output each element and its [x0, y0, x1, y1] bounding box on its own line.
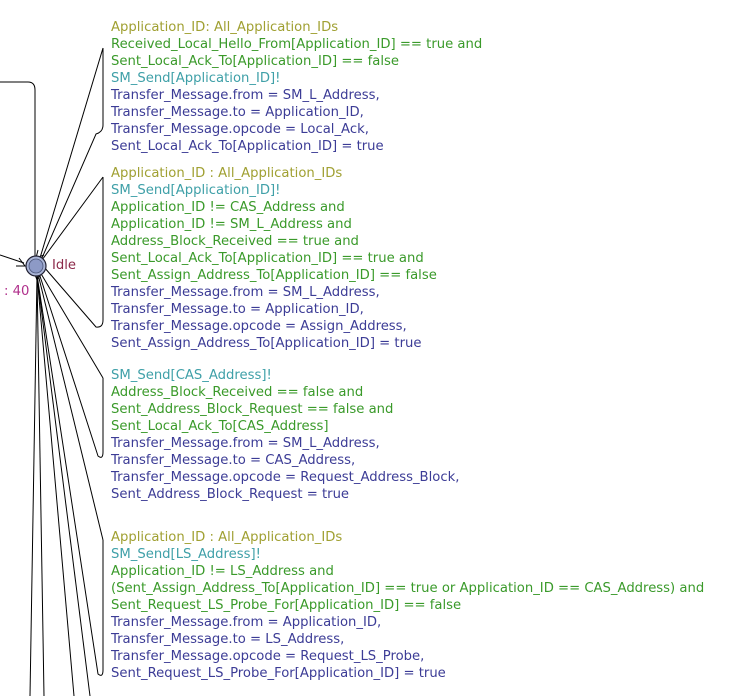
edge-3-guard-2: Sent_Address_Block_Request == false and	[111, 402, 394, 417]
edge-down-3[interactable]	[36, 274, 75, 696]
edge-3-out[interactable]	[39, 271, 104, 379]
edge-1-sync: SM_Send[Application_ID]!	[111, 71, 281, 86]
edge-2-guard-3: Address_Block_Received == true and	[111, 234, 359, 249]
edge-3-back[interactable]	[38, 272, 104, 458]
edge-4-assign-3: Transfer_Message.opcode = Request_LS_Pro…	[111, 649, 425, 664]
edge-2-back[interactable]	[43, 177, 104, 328]
edge-4-guard-2: (Sent_Assign_Address_To[Application_ID] …	[111, 581, 705, 596]
edge-4-assign-2: Transfer_Message.to = LS_Address,	[111, 632, 345, 647]
incoming-edge-top[interactable]	[0, 81, 36, 257]
edge-2-assign-1: Transfer_Message.from = SM_L_Address,	[111, 285, 380, 300]
edge-2-guard-1: Application_ID != CAS_Address and	[111, 200, 345, 215]
edge-1-select: Application_ID: All_Application_IDs	[111, 20, 339, 35]
edge-4-sync: SM_Send[LS_Address]!	[111, 547, 261, 562]
edge-down-2[interactable]	[36, 274, 45, 696]
edge-4-guard-3: Sent_Request_LS_Probe_For[Application_ID…	[111, 598, 462, 613]
edge-4-back[interactable]	[36, 274, 104, 676]
edge-2-label: Application_ID : All_Application_IDs SM_…	[111, 165, 437, 352]
location-name: Idle	[52, 258, 77, 273]
edge-3-assign-1: Transfer_Message.from = SM_L_Address,	[111, 436, 380, 451]
location-invariant: : 40	[4, 284, 30, 299]
edge-3-assign-3: Transfer_Message.opcode = Request_Addres…	[111, 470, 460, 485]
arrowhead-left	[16, 257, 26, 267]
edge-down-1[interactable]	[29, 274, 38, 696]
edge-4-out[interactable]	[37, 273, 104, 541]
edge-3-label: SM_Send[CAS_Address]! Address_Block_Rece…	[111, 367, 459, 503]
edge-2-guard-2: Application_ID != SM_L_Address and	[111, 217, 352, 232]
edge-2-assign-2: Transfer_Message.to = Application_ID,	[111, 302, 364, 317]
edge-3-guard-1: Address_Block_Received == false and	[111, 385, 364, 400]
edge-3-sync: SM_Send[CAS_Address]!	[111, 368, 272, 383]
edge-3-assign-4: Sent_Address_Block_Request = true	[111, 487, 350, 502]
edge-1-guard-2: Sent_Local_Ack_To[Application_ID] == fal…	[111, 54, 399, 69]
edge-2-guard-5: Sent_Assign_Address_To[Application_ID] =…	[111, 268, 437, 283]
edge-2-assign-4: Sent_Assign_Address_To[Application_ID] =…	[111, 336, 422, 351]
edge-1-assign-1: Transfer_Message.from = SM_L_Address,	[111, 88, 380, 103]
edge-2-assign-3: Transfer_Message.opcode = Assign_Address…	[111, 319, 407, 334]
edge-1-assign-4: Sent_Local_Ack_To[Application_ID] = true	[111, 139, 384, 154]
edge-4-guard-1: Application_ID != LS_Address and	[111, 564, 334, 579]
edge-4-assign-1: Transfer_Message.from = Application_ID,	[111, 615, 382, 630]
edge-4-select: Application_ID : All_Application_IDs	[111, 530, 343, 545]
edge-1-label: Application_ID: All_Application_IDs Rece…	[111, 19, 482, 155]
edge-2-guard-4: Sent_Local_Ack_To[Application_ID] == tru…	[111, 251, 424, 266]
location-idle-inner	[28, 258, 44, 274]
edge-3-guard-3: Sent_Local_Ack_To[CAS_Address]	[111, 419, 329, 434]
edge-1-assign-2: Transfer_Message.to = Application_ID,	[111, 105, 364, 120]
edge-down-4[interactable]	[36, 274, 91, 696]
edge-2-select: Application_ID : All_Application_IDs	[111, 166, 343, 181]
incoming-edge-left[interactable]	[0, 254, 25, 264]
edge-1-assign-3: Transfer_Message.opcode = Local_Ack,	[111, 122, 369, 137]
edge-1-back[interactable]	[41, 48, 104, 259]
edge-1-guard-1: Received_Local_Hello_From[Application_ID…	[111, 37, 483, 52]
edge-4-assign-4: Sent_Request_LS_Probe_For[Application_ID…	[111, 666, 446, 681]
edge-3-assign-2: Transfer_Message.to = CAS_Address,	[111, 453, 356, 468]
edge-2-sync: SM_Send[Application_ID]!	[111, 183, 281, 198]
edge-4-label: Application_ID : All_Application_IDs SM_…	[111, 529, 704, 682]
edge-2-out[interactable]	[41, 176, 104, 261]
edge-1-out[interactable]	[39, 47, 104, 259]
